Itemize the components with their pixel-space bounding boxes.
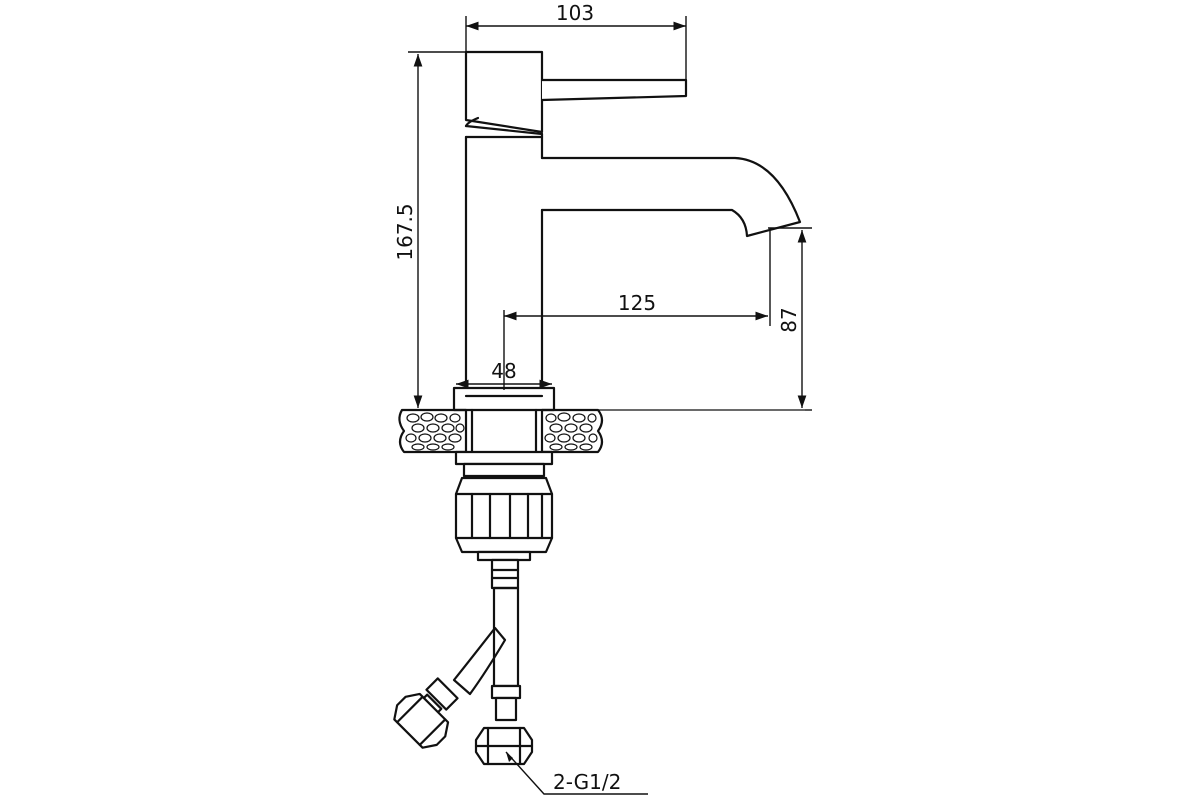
faucet-body xyxy=(452,50,802,412)
dimension-label-spout-height: 87 xyxy=(777,307,801,332)
mounting-assembly xyxy=(454,408,554,562)
dimension-label-spout-reach: 125 xyxy=(618,291,656,315)
dimension-lines xyxy=(408,16,812,795)
dimension-label-base-diameter: 48 xyxy=(491,359,516,383)
supply-hoses xyxy=(393,558,534,766)
countertop-section xyxy=(398,408,805,454)
dimension-label-handle-reach: 103 xyxy=(556,1,594,25)
connection-thread-label: 2-G1/2 xyxy=(553,770,621,794)
dimension-label-total-height: 167.5 xyxy=(393,203,417,260)
